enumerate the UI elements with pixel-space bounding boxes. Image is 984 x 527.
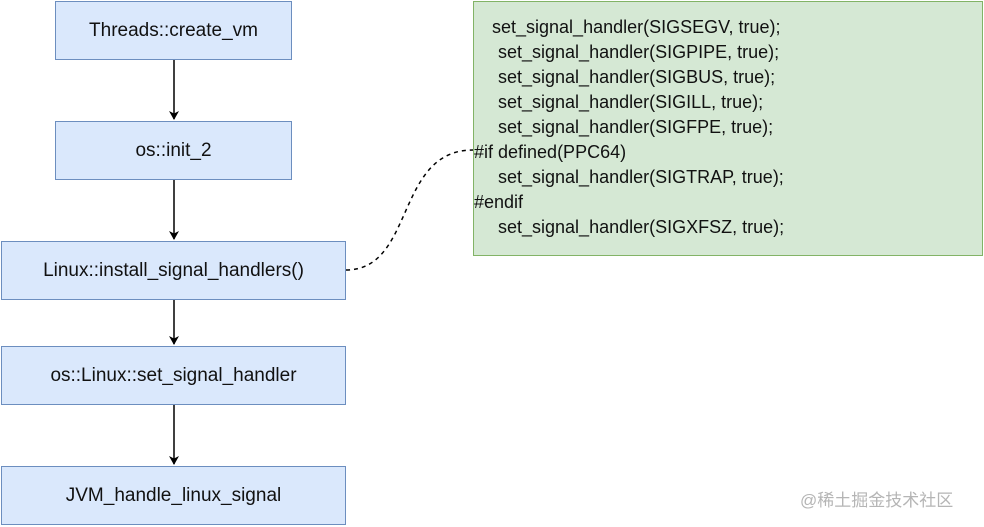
code-directive: #endif — [474, 192, 524, 212]
node-jvm-handle-linux-signal: JVM_handle_linux_signal — [1, 466, 346, 525]
code-note: set_signal_handler(SIGSEGV, true); set_s… — [473, 1, 983, 256]
code-line: set_signal_handler(SIGILL, true); — [498, 92, 764, 112]
node-os-linux-set-signal-handler: os::Linux::set_signal_handler — [1, 346, 346, 405]
node-threads-create-vm: Threads::create_vm — [55, 1, 292, 60]
watermark: @稀土掘金技术社区 — [800, 491, 954, 510]
node-label: Threads::create_vm — [89, 19, 258, 41]
node-label: JVM_handle_linux_signal — [65, 484, 282, 506]
code-line: set_signal_handler(SIGPIPE, true); — [498, 42, 780, 62]
code-line: set_signal_handler(SIGXFSZ, true); — [498, 217, 785, 237]
node-os-init-2: os::init_2 — [55, 121, 292, 180]
code-line: set_signal_handler(SIGSEGV, true); — [492, 17, 781, 37]
node-label: Linux::install_signal_handlers() — [43, 259, 304, 281]
node-linux-install-signal-handlers: Linux::install_signal_handlers() — [1, 241, 346, 300]
code-line: set_signal_handler(SIGTRAP, true); — [498, 167, 784, 187]
code-line: set_signal_handler(SIGBUS, true); — [498, 67, 776, 87]
code-line: set_signal_handler(SIGFPE, true); — [498, 117, 774, 137]
node-label: os::Linux::set_signal_handler — [50, 364, 297, 386]
code-directive: #if defined(PPC64) — [474, 142, 627, 162]
edge-install-to-note — [345, 149, 474, 271]
node-label: os::init_2 — [135, 139, 212, 161]
